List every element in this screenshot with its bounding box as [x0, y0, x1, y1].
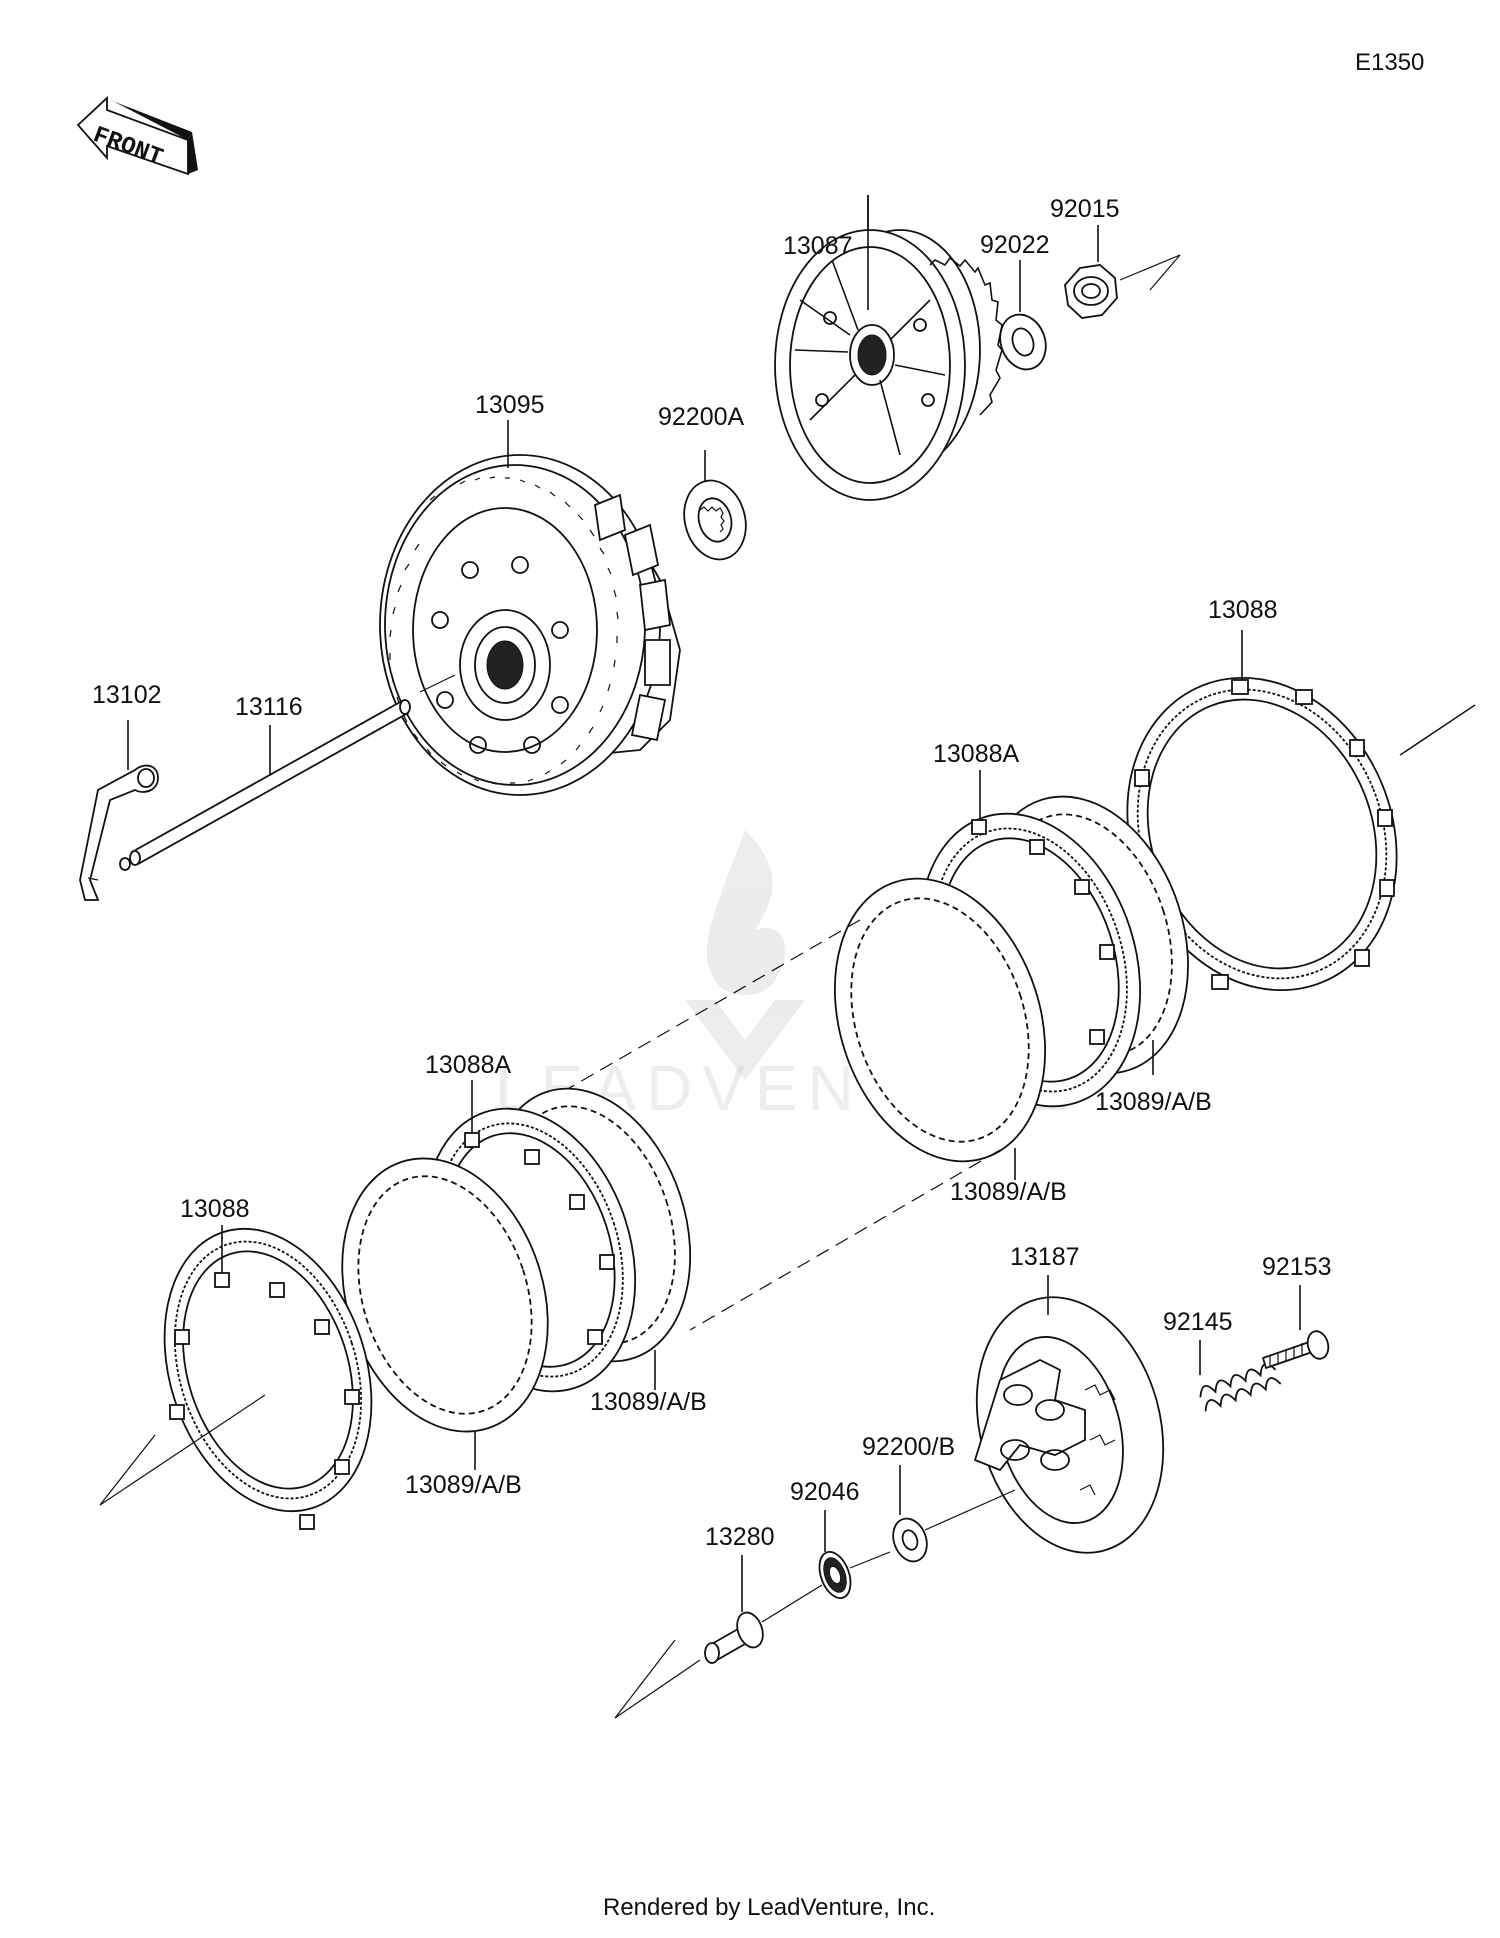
part-92200B-washer: [892, 1465, 1016, 1563]
label-13116: 13116: [235, 693, 303, 721]
label-13102: 13102: [92, 681, 162, 709]
part-13089-steel-plate-left: [341, 1157, 549, 1470]
label-92153: 92153: [1262, 1253, 1332, 1281]
diagram-code: E1350: [1355, 49, 1424, 76]
alignment-line-upper: [539, 919, 861, 1106]
footer-credit: Rendered by LeadVenture, Inc.: [603, 1894, 935, 1921]
label-13095: 13095: [475, 391, 545, 419]
label-92046: 92046: [790, 1478, 860, 1506]
label-92022: 92022: [980, 231, 1050, 259]
part-92046-bearing: [818, 1510, 891, 1599]
alignment-line-lower: [689, 1149, 1001, 1331]
label-92200B: 92200/B: [862, 1433, 955, 1461]
label-13088A-top: 13088A: [933, 740, 1020, 768]
part-13102-release-lever: [79, 720, 159, 901]
label-13089-r2: 13089/A/B: [950, 1178, 1067, 1206]
front-direction-arrow-icon: FRONT: [76, 95, 198, 176]
part-13088-friction-plate-left: [99, 1225, 373, 1530]
part-92015-nut: [1064, 225, 1181, 319]
label-13089-r1: 13089/A/B: [1095, 1088, 1212, 1116]
label-13089-left: 13089/A/B: [405, 1471, 522, 1499]
label-13187: 13187: [1010, 1243, 1080, 1271]
part-92022-washer: [999, 260, 1047, 371]
part-13095-clutch-housing: [379, 420, 681, 796]
part-92145-spring: [1199, 1340, 1282, 1412]
label-92145: 92145: [1163, 1308, 1233, 1336]
label-13088-top: 13088: [1208, 596, 1278, 624]
label-13089-mid: 13089/A/B: [590, 1388, 707, 1416]
label-13087: 13087: [783, 232, 853, 260]
part-13187-pressure-plate: [973, 1275, 1165, 1554]
part-13116-pushrod: [119, 674, 456, 871]
part-13087-gear: [774, 195, 1003, 501]
label-92200A: 92200A: [658, 403, 745, 431]
part-13088-friction-plate-top: [1126, 630, 1476, 992]
label-13280: 13280: [705, 1523, 775, 1551]
part-92153-bolt: [1261, 1285, 1330, 1370]
label-92015: 92015: [1050, 195, 1120, 223]
label-13088A-mid: 13088A: [425, 1051, 512, 1079]
part-13280-pusher: [614, 1555, 823, 1719]
part-13089-steel-plate-r-front: [833, 877, 1047, 1180]
part-92200A-washer: [683, 450, 747, 561]
label-13088-left: 13088: [180, 1195, 250, 1223]
